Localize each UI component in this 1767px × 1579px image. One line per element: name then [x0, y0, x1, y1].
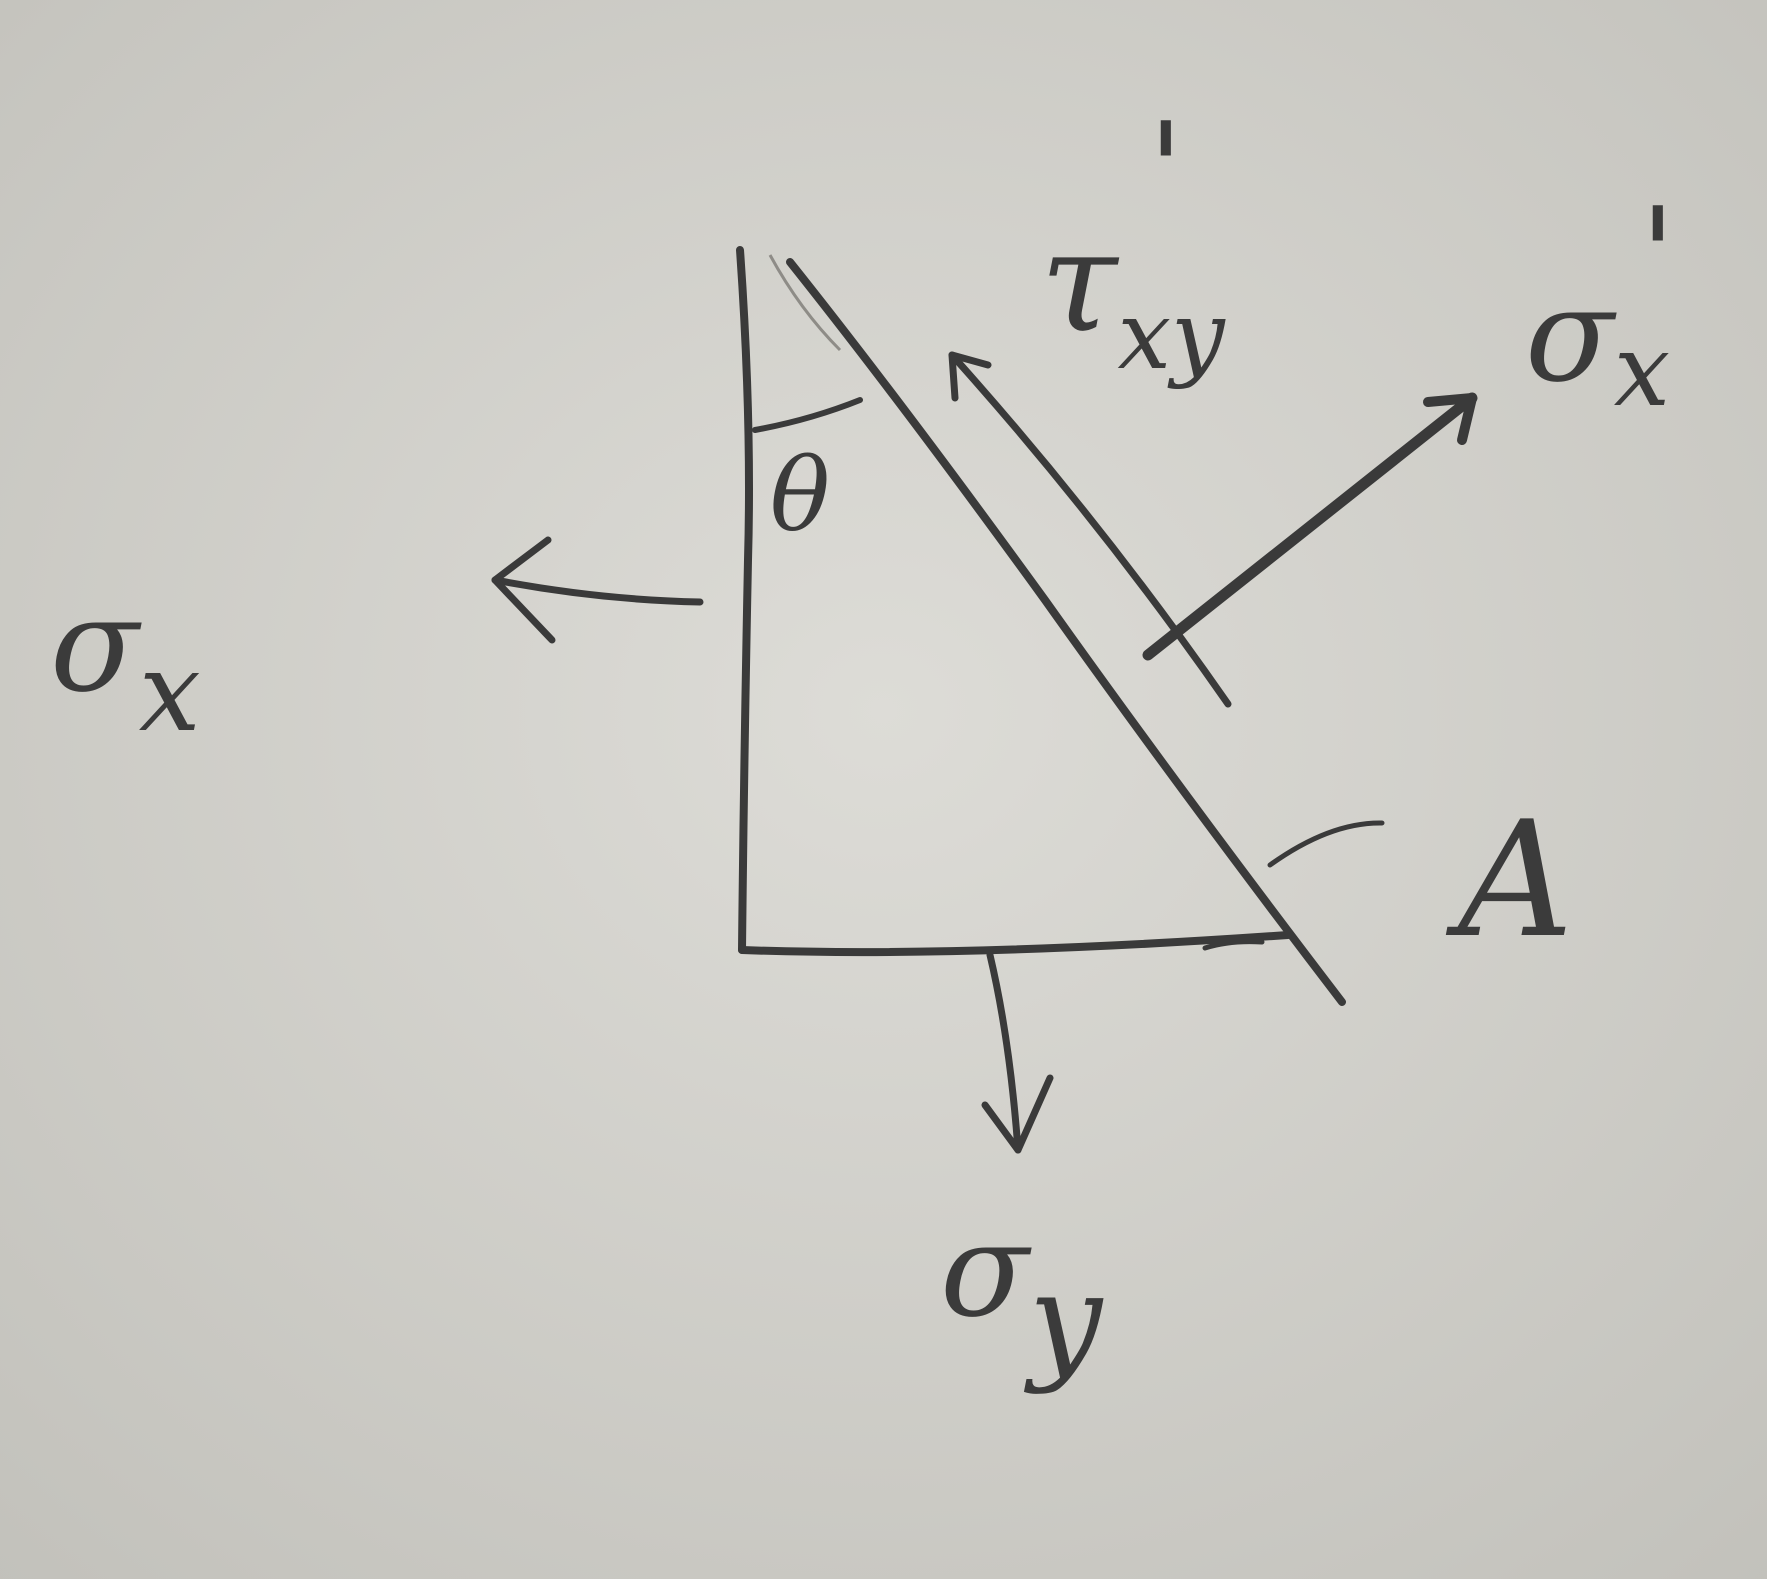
faint-arc: [768, 254, 842, 352]
sigma-x-prime-arrow: [1142, 392, 1478, 661]
tau-symbol: τ: [1040, 201, 1120, 364]
area-label: A: [1445, 786, 1574, 973]
sigma-x-arrow: [491, 536, 704, 644]
angle-mark-A: [1267, 820, 1385, 868]
inclined-edge: [786, 258, 1346, 1006]
triangle-element: [736, 246, 1385, 1006]
sigma-x-prime-mark: ': [1640, 179, 1676, 331]
tau-xy-prime-arrow: [948, 351, 1232, 708]
sigma-x-prime-subscript: x: [1614, 312, 1670, 429]
tau-xy-prime-label: τxy: [1040, 201, 1226, 391]
angle-mark-bottom: [1202, 939, 1265, 951]
tau-prime-mark: ': [1148, 94, 1184, 246]
tau-subscript: xy: [1117, 281, 1226, 391]
theta-arc: [752, 397, 863, 433]
sigma-x-symbol: σ: [50, 569, 142, 721]
sigma-y-arrow: [981, 951, 1054, 1154]
sigma-x-prime-symbol: σ: [1525, 259, 1617, 411]
sigma-x-subscript: x: [139, 628, 201, 756]
sigma-x-prime-label: σx: [1525, 259, 1670, 429]
vertical-edge: [736, 246, 753, 954]
bottom-edge: [738, 931, 1292, 957]
sigma-x-label: σx: [50, 569, 201, 756]
sigma-y-label: σy: [940, 1194, 1104, 1396]
sigma-y-symbol: σ: [940, 1194, 1032, 1346]
theta-label: θ: [770, 437, 830, 554]
sigma-y-subscript: y: [1024, 1244, 1104, 1396]
